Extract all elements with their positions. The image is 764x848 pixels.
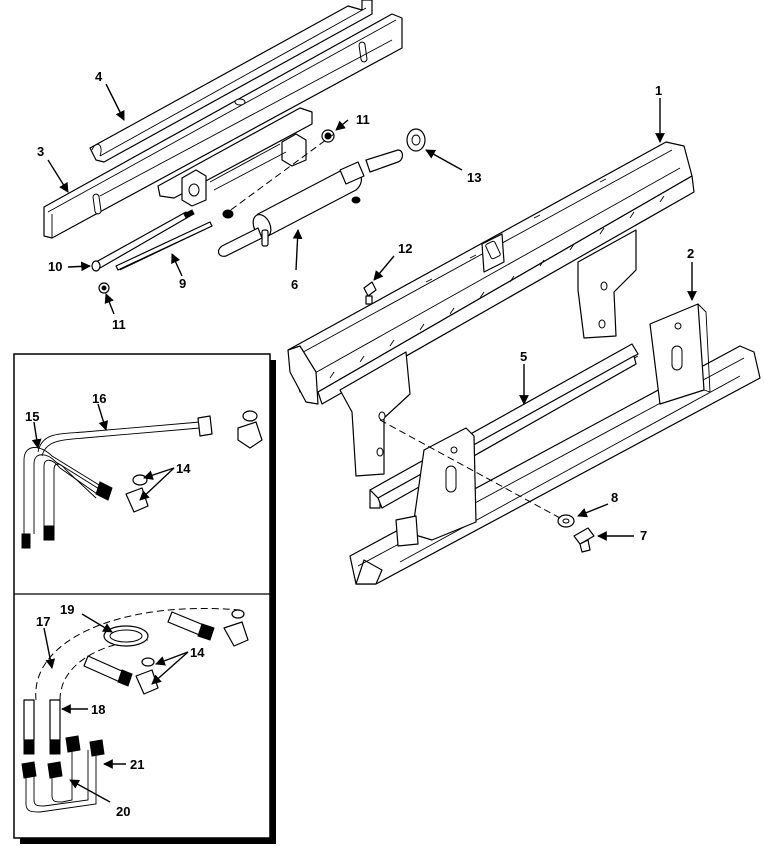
callout-9: 9	[179, 276, 186, 291]
nut-part-11-upper	[321, 129, 335, 143]
callout-8: 8	[611, 490, 618, 505]
screw-part-7	[573, 527, 595, 553]
upper-rail-part-1	[287, 141, 695, 477]
callout-16: 16	[92, 391, 106, 406]
callout-leaders-main	[47, 83, 697, 541]
callout-11-lower: 11	[112, 317, 126, 332]
callout-17: 17	[36, 614, 50, 629]
bottom-rail-part-2	[349, 303, 761, 585]
callout-11-upper: 11	[356, 112, 370, 127]
tubing-kit-inset	[13, 353, 276, 844]
nut-part-11-lower	[98, 282, 110, 294]
callout-21: 21	[130, 757, 144, 772]
channel-cover-part-4	[89, 0, 373, 163]
cylinder-part-6	[217, 149, 404, 257]
callout-labels: 1 2 3 4 5 6 7 8 9 10 11 11 12 13 14 14 1…	[25, 69, 694, 819]
callout-12: 12	[398, 241, 412, 256]
callout-7: 7	[640, 528, 647, 543]
callout-10: 10	[48, 259, 62, 274]
callout-20: 20	[116, 804, 130, 819]
rod-part-9	[115, 221, 213, 271]
callout-leaders-inset	[31, 403, 189, 803]
assembly-line-screw	[379, 419, 561, 519]
callout-13: 13	[467, 170, 481, 185]
callout-3: 3	[37, 144, 44, 159]
callout-5: 5	[520, 349, 527, 364]
callout-14-lower: 14	[190, 645, 205, 660]
callout-1: 1	[655, 83, 662, 98]
callout-6: 6	[291, 277, 298, 292]
washer-part-13	[406, 128, 426, 152]
slider-bracket	[157, 107, 313, 219]
callout-19: 19	[60, 602, 74, 617]
callout-14-upper: 14	[176, 461, 191, 476]
bolt-part-10	[91, 209, 195, 272]
mounting-plate-part-3	[43, 13, 403, 239]
washer-part-8	[557, 514, 575, 528]
callout-15: 15	[25, 409, 39, 424]
callout-2: 2	[687, 246, 694, 261]
grease-fitting-part-12	[363, 281, 377, 305]
callout-4: 4	[95, 69, 103, 84]
callout-18: 18	[91, 702, 105, 717]
